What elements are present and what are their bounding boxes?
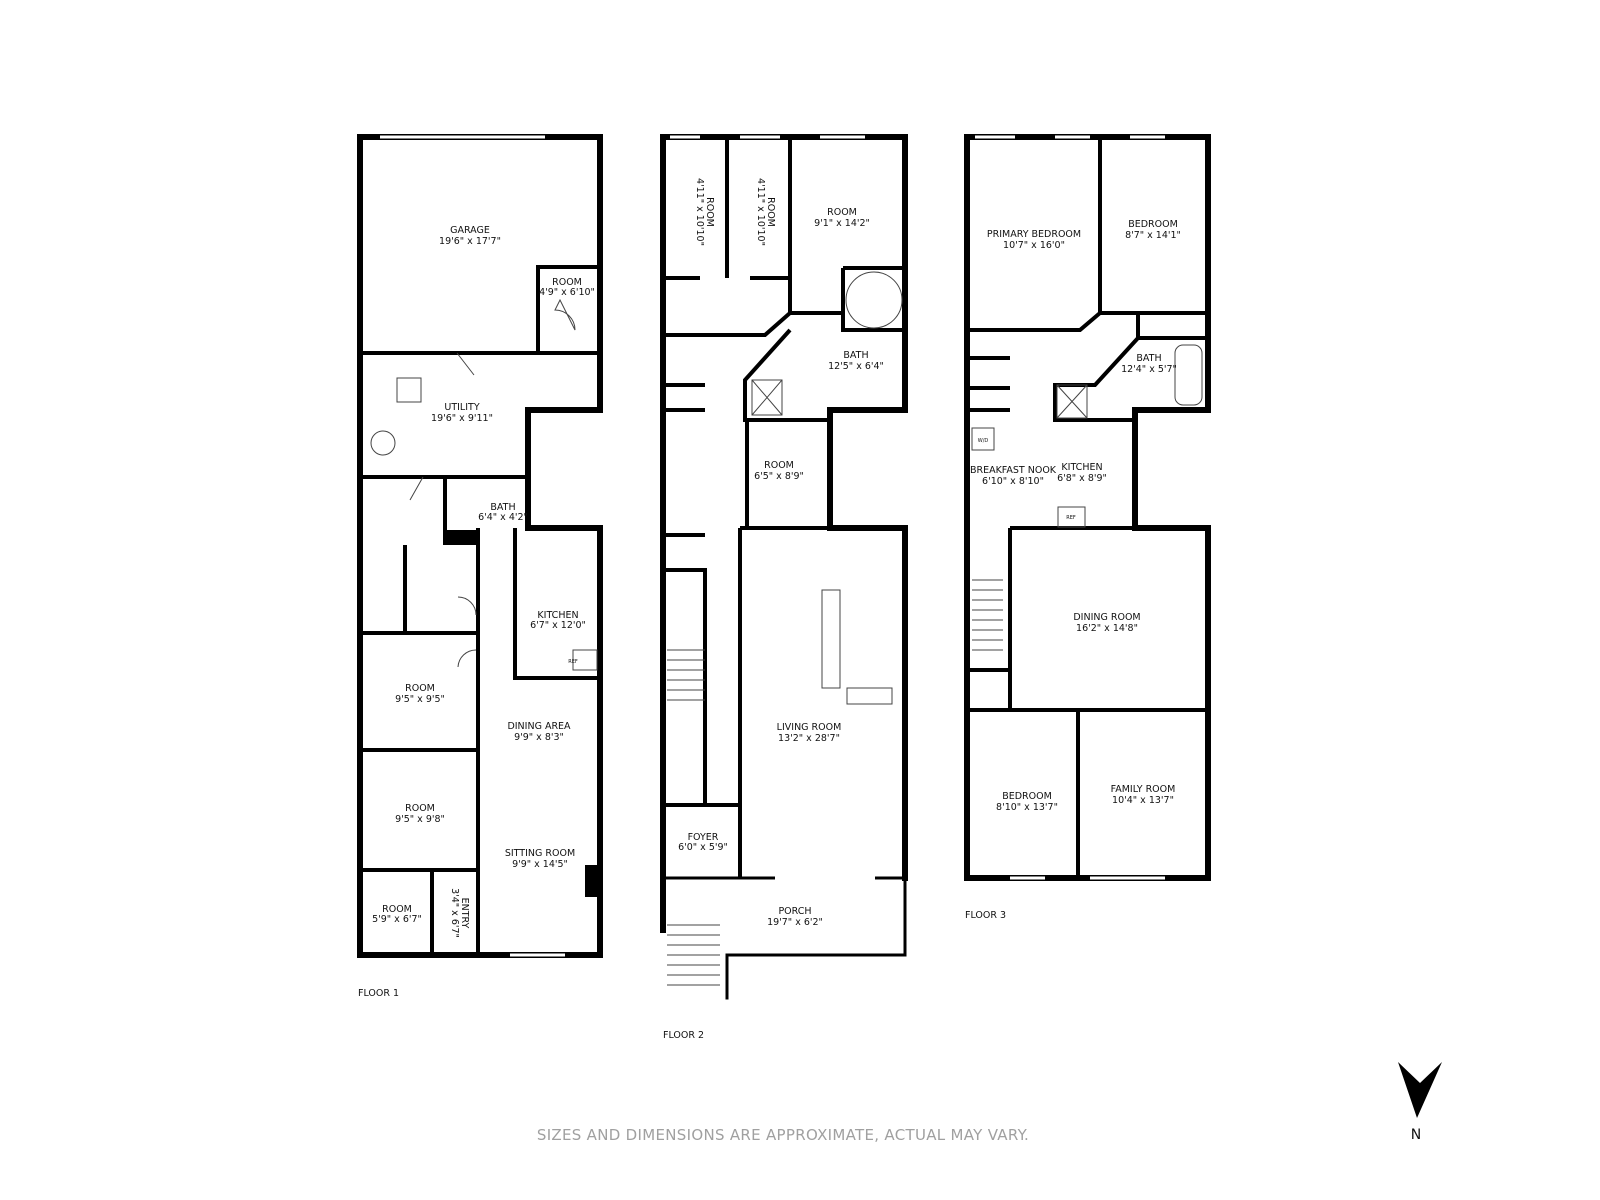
room-size: 8'10" x 13'7" xyxy=(996,802,1058,813)
room-name: ENTRY xyxy=(459,898,470,929)
room-size: 13'2" x 28'7" xyxy=(778,733,840,744)
floor-2-plan: ROOM 4'11" x 10'10" ROOM 4'11" x 10'10" … xyxy=(660,134,908,1041)
room-size: 6'4" x 4'2" xyxy=(478,512,528,523)
room-size: 19'6" x 9'11" xyxy=(431,413,493,424)
room-size: 8'7" x 14'1" xyxy=(1125,230,1181,241)
fixture-ref: REF xyxy=(568,659,578,665)
room-name: FAMILY ROOM xyxy=(1111,784,1176,795)
room-name: BATH xyxy=(843,350,868,361)
room-size: 9'5" x 9'8" xyxy=(395,814,445,825)
room-name: BEDROOM xyxy=(1128,219,1178,230)
room-name: GARAGE xyxy=(450,225,490,236)
room-name: BATH xyxy=(1136,353,1161,364)
room-name: BREAKFAST NOOK xyxy=(970,465,1057,476)
room-name: SITTING ROOM xyxy=(505,848,575,859)
fixture-wd: W/D xyxy=(978,438,989,444)
room-name: BATH xyxy=(490,502,515,513)
room-name: ROOM xyxy=(405,683,435,694)
compass: N xyxy=(1398,1062,1442,1143)
floor-label: FLOOR 2 xyxy=(663,1030,704,1041)
room-size: 9'5" x 9'5" xyxy=(395,694,445,705)
room-size: 3'4" x 6'7" xyxy=(449,888,460,938)
room-size: 16'2" x 14'8" xyxy=(1076,623,1138,634)
room-size: 6'0" x 5'9" xyxy=(678,842,728,853)
room-size: 6'8" x 8'9" xyxy=(1057,473,1107,484)
room-name: ROOM xyxy=(764,460,794,471)
room-size: 6'5" x 8'9" xyxy=(754,471,804,482)
floor-1-plan: REF GARAGE 19'6" x 17'7" ROOM 4'9" x 6'1… xyxy=(357,134,603,999)
room-size: 6'7" x 12'0" xyxy=(530,620,586,631)
room-size: 12'4" x 5'7" xyxy=(1121,364,1177,375)
floor-label: FLOOR 3 xyxy=(965,910,1006,921)
room-name: ROOM xyxy=(405,803,435,814)
compass-label: N xyxy=(1411,1127,1421,1143)
room-size: 9'1" x 14'2" xyxy=(814,218,870,229)
room-size: 5'9" x 6'7" xyxy=(372,914,422,925)
room-name: ROOM xyxy=(765,197,776,227)
room-name: PRIMARY BEDROOM xyxy=(987,229,1081,240)
room-size: 19'6" x 17'7" xyxy=(439,236,501,247)
floor-label: FLOOR 1 xyxy=(358,988,399,999)
room-size: 4'9" x 6'10" xyxy=(539,287,595,298)
room-size: 9'9" x 14'5" xyxy=(512,859,568,870)
room-size: 19'7" x 6'2" xyxy=(767,917,823,928)
room-size: 4'11" x 10'10" xyxy=(755,178,766,246)
room-name: ROOM xyxy=(552,277,582,288)
room-name: KITCHEN xyxy=(1061,462,1102,473)
room-size: 10'7" x 16'0" xyxy=(1003,240,1065,251)
room-size: 10'4" x 13'7" xyxy=(1112,795,1174,806)
north-arrow-icon xyxy=(1398,1062,1442,1118)
room-name: DINING ROOM xyxy=(1073,612,1140,623)
room-name: DINING AREA xyxy=(507,721,571,732)
room-name: FOYER xyxy=(688,832,719,843)
room-name: ROOM xyxy=(827,207,857,218)
room-name: LIVING ROOM xyxy=(777,722,842,733)
fixture-ref: REF xyxy=(1066,515,1076,521)
room-size: 12'5" x 6'4" xyxy=(828,361,884,372)
room-name: BEDROOM xyxy=(1002,791,1052,802)
room-name: ROOM xyxy=(382,904,412,915)
room-size: 4'11" x 10'10" xyxy=(694,178,705,246)
room-name: PORCH xyxy=(778,906,811,917)
disclaimer: SIZES AND DIMENSIONS ARE APPROXIMATE, AC… xyxy=(537,1126,1029,1144)
room-name: KITCHEN xyxy=(537,610,578,621)
room-name: ROOM xyxy=(704,197,715,227)
room-name: UTILITY xyxy=(444,402,479,413)
room-size: 6'10" x 8'10" xyxy=(982,476,1044,487)
floor-3-plan: W/D REF PRIMARY BEDROOM 10'7" x 16'0" BE… xyxy=(964,134,1211,921)
room-size: 9'9" x 8'3" xyxy=(514,732,564,743)
